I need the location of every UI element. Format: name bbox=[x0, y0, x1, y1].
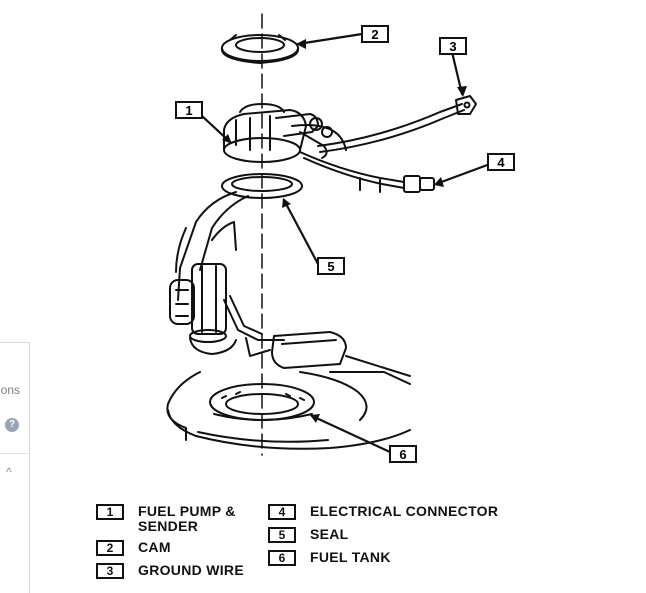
callout-3-num: 3 bbox=[449, 39, 456, 54]
panel-text-fragment: ions bbox=[0, 383, 21, 397]
arrow-6 bbox=[310, 414, 320, 423]
callout-6-num: 6 bbox=[399, 447, 406, 462]
legend-num-4: 4 bbox=[268, 504, 296, 520]
legend-label-6: FUEL TANK bbox=[310, 549, 391, 565]
legend-num-6: 6 bbox=[268, 550, 296, 566]
seal-ring bbox=[221, 173, 303, 199]
connector-harness bbox=[299, 151, 435, 193]
side-panel: ions ? ^ bbox=[0, 342, 30, 593]
arrow-3 bbox=[457, 86, 467, 97]
legend-item-fuel-pump: 1 FUEL PUMP & SENDER bbox=[96, 504, 258, 534]
help-icon[interactable]: ? bbox=[5, 418, 19, 432]
float-arm bbox=[223, 295, 347, 369]
arrow-4 bbox=[434, 177, 444, 187]
leader-5 bbox=[282, 198, 320, 266]
cam-ring bbox=[220, 34, 300, 64]
callout-1-num: 1 bbox=[185, 103, 192, 118]
leader-2 bbox=[296, 32, 364, 46]
legend-label-4: ELECTRICAL CONNECTOR bbox=[310, 503, 499, 519]
legend-label-3: GROUND WIRE bbox=[138, 562, 244, 578]
fuel-pump-diagram: 1 2 3 4 5 6 bbox=[166, 13, 515, 463]
callout-4: 4 bbox=[487, 153, 515, 171]
arrow-2 bbox=[296, 39, 306, 49]
legend-item-ground-wire: 3 GROUND WIRE bbox=[96, 563, 288, 579]
legend-num-1: 1 bbox=[96, 504, 124, 520]
callout-5: 5 bbox=[317, 257, 345, 275]
legend-item-cam: 2 CAM bbox=[96, 540, 258, 556]
legend-label-5: SEAL bbox=[310, 526, 349, 542]
callout-2-num: 2 bbox=[371, 27, 378, 42]
callout-4-num: 4 bbox=[497, 155, 505, 170]
ground-wire bbox=[317, 95, 477, 153]
callout-5-num: 5 bbox=[327, 259, 334, 274]
callout-3: 3 bbox=[439, 37, 467, 55]
legend: 1 FUEL PUMP & SENDER 2 CAM 3 GROUND WIRE… bbox=[96, 504, 526, 590]
tank-flange bbox=[166, 355, 411, 450]
arrow-5 bbox=[282, 198, 291, 208]
arrow-1 bbox=[222, 134, 232, 144]
legend-item-seal: 5 SEAL bbox=[268, 527, 430, 543]
legend-num-5: 5 bbox=[268, 527, 296, 543]
legend-num-3: 3 bbox=[96, 563, 124, 579]
callout-2: 2 bbox=[361, 25, 389, 43]
callout-1: 1 bbox=[175, 101, 203, 119]
pump-tube bbox=[175, 191, 249, 301]
leader-6 bbox=[310, 414, 392, 454]
legend-item-fuel-tank: 6 FUEL TANK bbox=[268, 550, 430, 566]
leader-4 bbox=[434, 162, 492, 186]
legend-label-1: FUEL PUMP & SENDER bbox=[138, 503, 236, 534]
pump-head bbox=[223, 103, 347, 163]
pump-body bbox=[169, 263, 237, 355]
chevron-up-icon[interactable]: ^ bbox=[6, 465, 12, 479]
legend-item-connector: 4 ELECTRICAL CONNECTOR bbox=[268, 504, 530, 520]
panel-divider bbox=[0, 453, 29, 454]
legend-num-2: 2 bbox=[96, 540, 124, 556]
callout-6: 6 bbox=[389, 445, 417, 463]
legend-label-2: CAM bbox=[138, 539, 171, 555]
